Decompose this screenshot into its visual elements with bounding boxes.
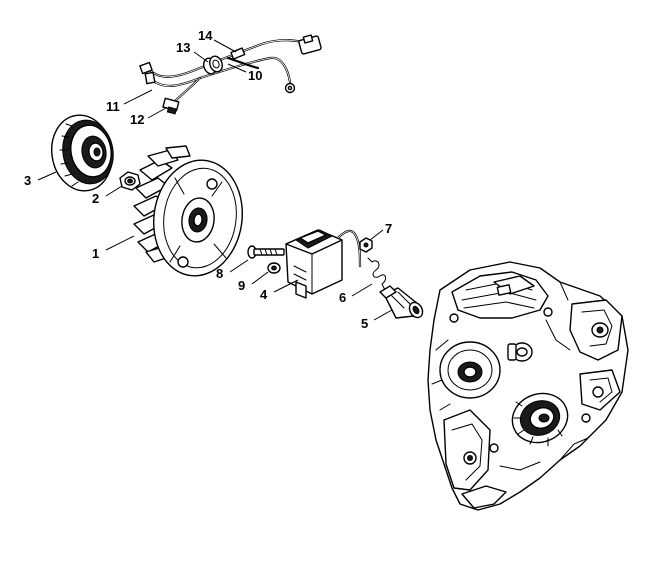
- washer: [267, 262, 281, 274]
- callout-labels: 1 2 3 4 5 6 7 8 9 10 11 12 13 14: [24, 28, 392, 331]
- callout-3: 3: [24, 173, 31, 188]
- leader-6: [351, 283, 373, 297]
- leader-2: [105, 185, 123, 197]
- leader-12: [147, 107, 167, 119]
- flywheel-nut: [119, 171, 141, 191]
- harness-plug: [298, 34, 322, 55]
- callout-1: 1: [92, 246, 99, 261]
- callout-10: 10: [248, 68, 262, 83]
- leader-1: [105, 235, 135, 251]
- leader-7: [369, 229, 384, 241]
- leader-14: [213, 39, 237, 53]
- starter-pawl-carrier: [51, 114, 114, 192]
- callout-5: 5: [361, 316, 368, 331]
- harness-grommet: [203, 55, 223, 75]
- spark-plug-boot: [379, 285, 424, 319]
- ignition-module-screw: [247, 245, 285, 259]
- ignition-module: [285, 229, 362, 299]
- harness-clip: [230, 47, 246, 60]
- leader-11: [123, 89, 153, 105]
- leader-10: [227, 63, 247, 73]
- spark-plug: [507, 342, 533, 362]
- wiring-harness: [139, 34, 322, 115]
- leader-13: [193, 51, 209, 63]
- engine-crankcase: [427, 261, 629, 511]
- leader-9: [251, 271, 269, 285]
- callout-11: 11: [106, 99, 120, 114]
- small-nut: [359, 237, 373, 253]
- callout-6: 6: [339, 290, 346, 305]
- crankshaft-hub: [511, 392, 569, 447]
- leader-4: [273, 279, 299, 293]
- callout-8: 8: [216, 266, 223, 281]
- flywheel: [133, 145, 244, 277]
- ring-terminal: [284, 82, 296, 94]
- harness-lower-terminal: [162, 97, 180, 115]
- callout-4: 4: [260, 287, 268, 302]
- callout-7: 7: [385, 221, 392, 236]
- callout-9: 9: [238, 278, 245, 293]
- callout-13: 13: [176, 40, 190, 55]
- callout-14: 14: [198, 28, 213, 43]
- leader-3: [37, 171, 57, 181]
- leader-lines: [37, 39, 393, 321]
- callout-2: 2: [92, 191, 99, 206]
- leg-spring: [367, 257, 387, 293]
- callout-12: 12: [130, 112, 144, 127]
- leader-8: [229, 259, 249, 273]
- harness-left-terminal: [139, 61, 156, 85]
- leader-5: [373, 309, 393, 321]
